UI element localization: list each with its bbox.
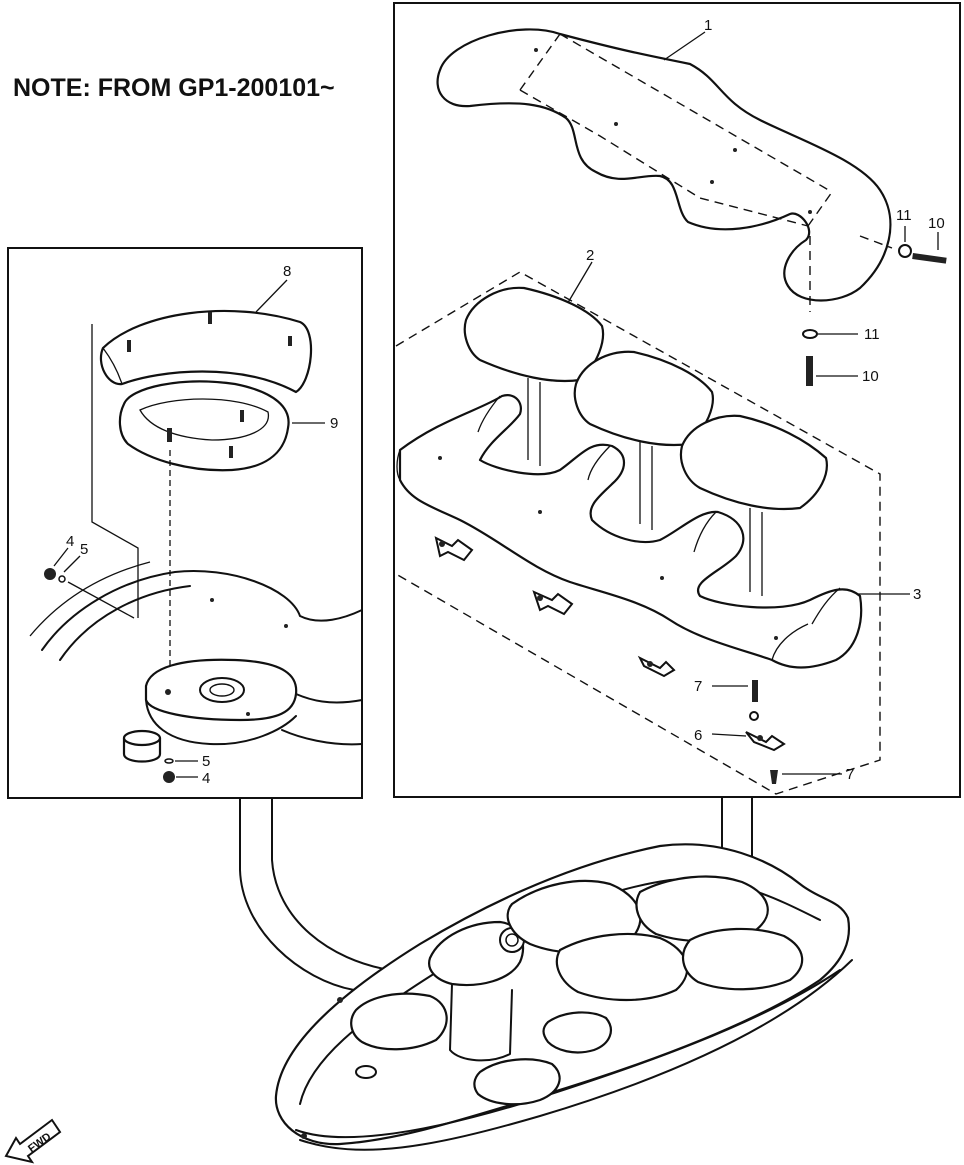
screw-washer [749, 711, 759, 721]
washer-part-11-lower [802, 329, 818, 339]
nut-part-4-lower [163, 771, 175, 783]
callout-11-upper: 11 [896, 207, 912, 224]
callout-2: 2 [586, 247, 594, 264]
callout-1: 1 [704, 17, 712, 34]
callout-7-lower: 7 [846, 766, 854, 783]
nut-part-4-upper [44, 568, 56, 580]
callout-11-lower: 11 [864, 326, 880, 343]
cushion-part-8 [99, 309, 313, 394]
callout-5-lower: 5 [202, 753, 210, 770]
clips-part-6 [434, 536, 786, 752]
seat-base-part-3 [396, 394, 863, 669]
seat-pads-part-2 [463, 286, 828, 596]
washer-part-5-lower [164, 758, 174, 764]
washer-part-11-upper [898, 244, 912, 258]
backrest-part-1 [436, 28, 892, 312]
boat-hull [274, 843, 853, 1151]
cylinder-part [122, 729, 162, 763]
note-text: NOTE: FROM GP1-200101~ [13, 74, 335, 102]
right-detail-panel: 1 11 10 11 10 2 [393, 2, 961, 798]
screw-part-7-lower [770, 770, 778, 784]
console-base [29, 561, 363, 746]
callout-4-upper: 4 [66, 533, 74, 550]
callout-4-lower: 4 [202, 770, 210, 787]
callout-9: 9 [330, 415, 338, 432]
fwd-arrow-icon: FWD [4, 1118, 62, 1164]
bolt-part-10-lower [806, 356, 813, 386]
washer-part-5-upper [58, 575, 66, 583]
callout-6: 6 [694, 727, 702, 744]
callout-5-upper: 5 [80, 541, 88, 558]
left-detail-panel: 8 9 [7, 247, 363, 799]
callout-7-upper: 7 [694, 678, 702, 695]
callout-3: 3 [913, 586, 921, 603]
bolt-part-10-upper [912, 252, 947, 264]
callout-10-lower: 10 [862, 368, 879, 385]
callout-10-upper: 10 [928, 215, 945, 232]
screw-part-7-upper [752, 680, 758, 702]
callout-8: 8 [283, 263, 291, 280]
seat-pad-part-9 [118, 380, 290, 472]
